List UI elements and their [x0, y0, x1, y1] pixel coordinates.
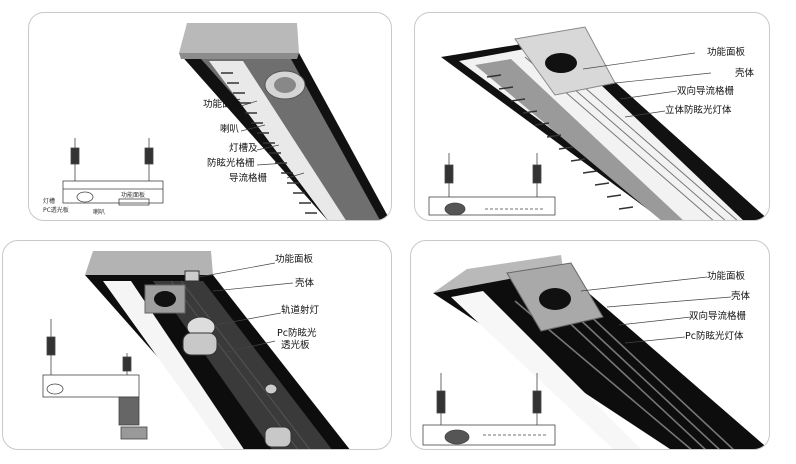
- label-speaker: 喇叭: [220, 124, 240, 135]
- fixture-illustration: [428, 26, 769, 220]
- label-bidirectional-grille: 双向导流格栅: [689, 311, 747, 322]
- label-function-panel: 功能面板: [707, 271, 746, 282]
- label-housing: 壳体: [735, 68, 755, 79]
- label-function-panel: 功能面板: [707, 47, 746, 58]
- fixture-illustration: [62, 23, 390, 220]
- label-3d-antiglare-body: 立体防眩光灯体: [665, 105, 732, 116]
- fixture-illustration: [422, 255, 769, 449]
- label-light-slot: 灯槽及: [229, 143, 258, 154]
- fixture-illustration: [42, 251, 350, 449]
- label-function-panel: 功能面板: [275, 254, 314, 265]
- label-housing: 壳体: [731, 291, 751, 302]
- label-function-panel: 功能面板: [203, 99, 242, 110]
- diagram-label-light-slot: 灯槽: [43, 198, 56, 205]
- label-pc-antiglare: Pc防眩光: [277, 328, 317, 339]
- label-housing: 壳体: [295, 278, 315, 289]
- diagram-label-pc-diffuser: PC透光板: [43, 207, 69, 214]
- label-guide-grille: 导流格栅: [229, 173, 268, 184]
- diagram-label-function-panel: 功能面板: [121, 192, 146, 199]
- product-panel-4: 功能面板 壳体 双向导流格栅 Pc防眩光灯体: [410, 240, 770, 450]
- product-panel-3: 功能面板 壳体 轨道射灯 Pc防眩光 透光板: [2, 240, 392, 450]
- label-track-spotlight: 轨道射灯: [281, 305, 320, 316]
- label-pc-antiglare-body: Pc防眩光灯体: [685, 331, 744, 342]
- label-antiglare-grille: 防眩光格栅: [207, 158, 255, 169]
- label-bidirectional-grille: 双向导流格栅: [677, 86, 735, 97]
- label-diffuser-plate: 透光板: [281, 340, 310, 351]
- product-panel-1: 功能面板 喇叭 灯槽及 防眩光格栅 导流格栅 灯槽 功能面板 PC透光板 喇叭: [28, 12, 392, 221]
- product-panel-2: 功能面板 壳体 双向导流格栅 立体防眩光灯体: [414, 12, 770, 221]
- diagram-label-speaker: 喇叭: [93, 209, 106, 216]
